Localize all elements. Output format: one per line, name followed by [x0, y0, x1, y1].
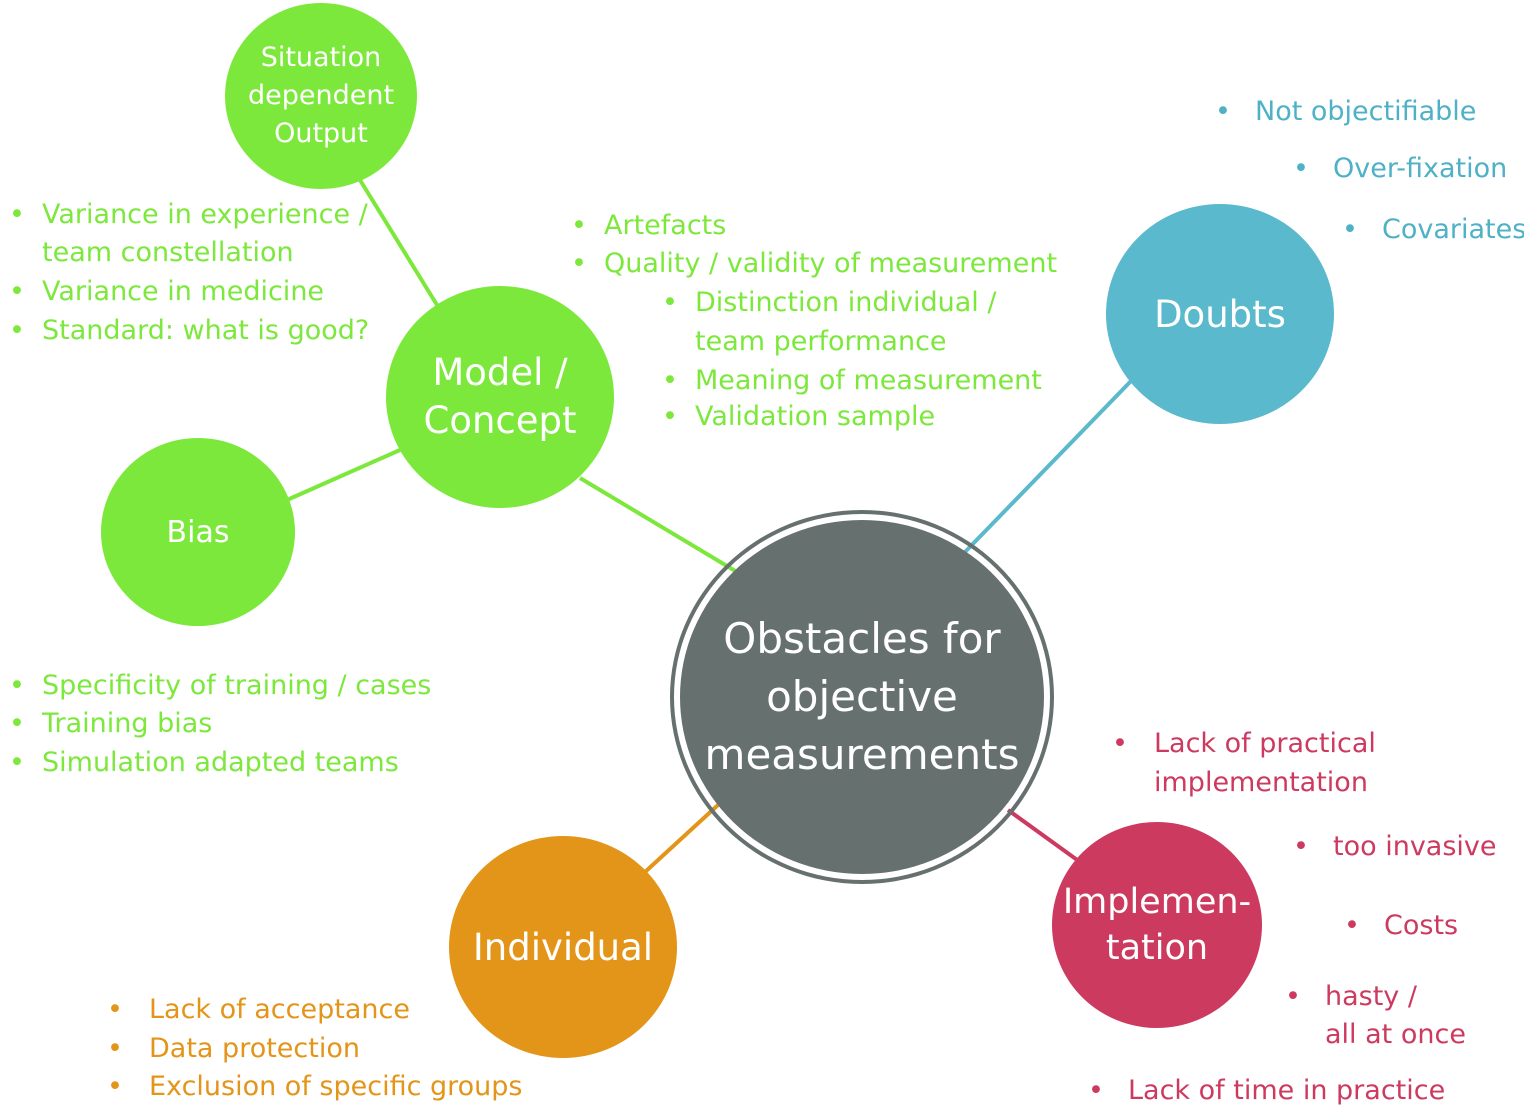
bullet: •: [1285, 981, 1301, 1012]
list-item: •Data protection: [107, 1030, 360, 1068]
node-model-concept: Model / Concept: [386, 286, 614, 508]
list-item: •Quality / validity of measurement: [571, 245, 1057, 283]
node-situation-dependent-output: Situation dependent Output: [225, 3, 417, 189]
list-item: •Variance in experience /: [9, 196, 368, 234]
center-node-label: Obstacles for objective measurements: [704, 614, 1020, 779]
connector-individual-center: [643, 803, 720, 874]
bullet: •: [1215, 96, 1231, 127]
list-item: •Not objectifiable: [1215, 93, 1476, 131]
bullet: •: [9, 276, 25, 307]
node-situation-label: Situation dependent Output: [247, 42, 395, 149]
list-item: team constellation: [42, 237, 294, 268]
list-item: •Covariates: [1342, 211, 1524, 249]
node-model-label: Model / Concept: [423, 351, 577, 442]
list-item: •Lack of time in practice: [1088, 1072, 1445, 1110]
node-individual: Individual: [449, 836, 677, 1058]
list-item: •Distinction individual /: [662, 284, 996, 322]
center-node-ring: [670, 510, 1054, 884]
bullet: •: [107, 994, 123, 1025]
connector-implementation-center: [1006, 808, 1082, 864]
bullet: •: [9, 708, 25, 739]
bullet: •: [1088, 1075, 1104, 1106]
list-item: •Validation sample: [662, 398, 935, 436]
list-item: •Exclusion of specific groups: [107, 1068, 523, 1106]
bullet: •: [9, 670, 25, 701]
bullet: •: [9, 199, 25, 230]
center-node: Obstacles for objective measurements: [680, 520, 1044, 874]
bullet: •: [1112, 728, 1128, 759]
bullet: •: [571, 248, 587, 279]
bullet: •: [662, 401, 678, 432]
node-individual-label: Individual: [472, 925, 654, 969]
list-item: •hasty /: [1285, 978, 1417, 1016]
list-item: •Standard: what is good?: [9, 312, 369, 350]
bullet: •: [1342, 214, 1358, 245]
list-item: •Artefacts: [571, 207, 726, 245]
list-item: all at once: [1325, 1019, 1466, 1050]
node-bias-label: Bias: [166, 514, 230, 550]
list-item: •Costs: [1344, 907, 1458, 945]
node-implementation-label: Implemen- tation: [1062, 882, 1252, 968]
list-item: •Training bias: [9, 705, 212, 743]
list-item: team performance: [695, 326, 947, 357]
bullet: •: [1293, 153, 1309, 184]
list-item: implementation: [1154, 767, 1368, 798]
connector-bias-model: [286, 448, 401, 502]
list-item: •Lack of acceptance: [107, 991, 410, 1029]
node-doubts-label: Doubts: [1154, 292, 1286, 336]
bullet: •: [1293, 831, 1309, 862]
connector-doubts-center: [963, 378, 1134, 554]
connector-situation-model: [358, 178, 439, 307]
connector-model-center: [578, 476, 739, 574]
list-item: •Simulation adapted teams: [9, 744, 399, 782]
bullet: •: [107, 1071, 123, 1102]
bullet: •: [1344, 910, 1360, 941]
bullet: •: [9, 315, 25, 346]
bullet: •: [662, 287, 678, 318]
list-item: •Meaning of measurement: [662, 362, 1042, 400]
list-item: •too invasive: [1293, 828, 1497, 866]
node-doubts: Doubts: [1106, 204, 1334, 424]
bullet: •: [107, 1033, 123, 1064]
bullet: •: [9, 747, 25, 778]
list-item: •Over-fixation: [1293, 150, 1507, 188]
list-item: •Variance in medicine: [9, 273, 324, 311]
bullet: •: [571, 210, 587, 241]
list-item: •Specificity of training / cases: [9, 667, 431, 705]
list-item: •Lack of practical: [1112, 725, 1376, 763]
node-implementation: Implemen- tation: [1052, 822, 1262, 1028]
node-bias: Bias: [101, 438, 295, 626]
bullet: •: [662, 365, 678, 396]
